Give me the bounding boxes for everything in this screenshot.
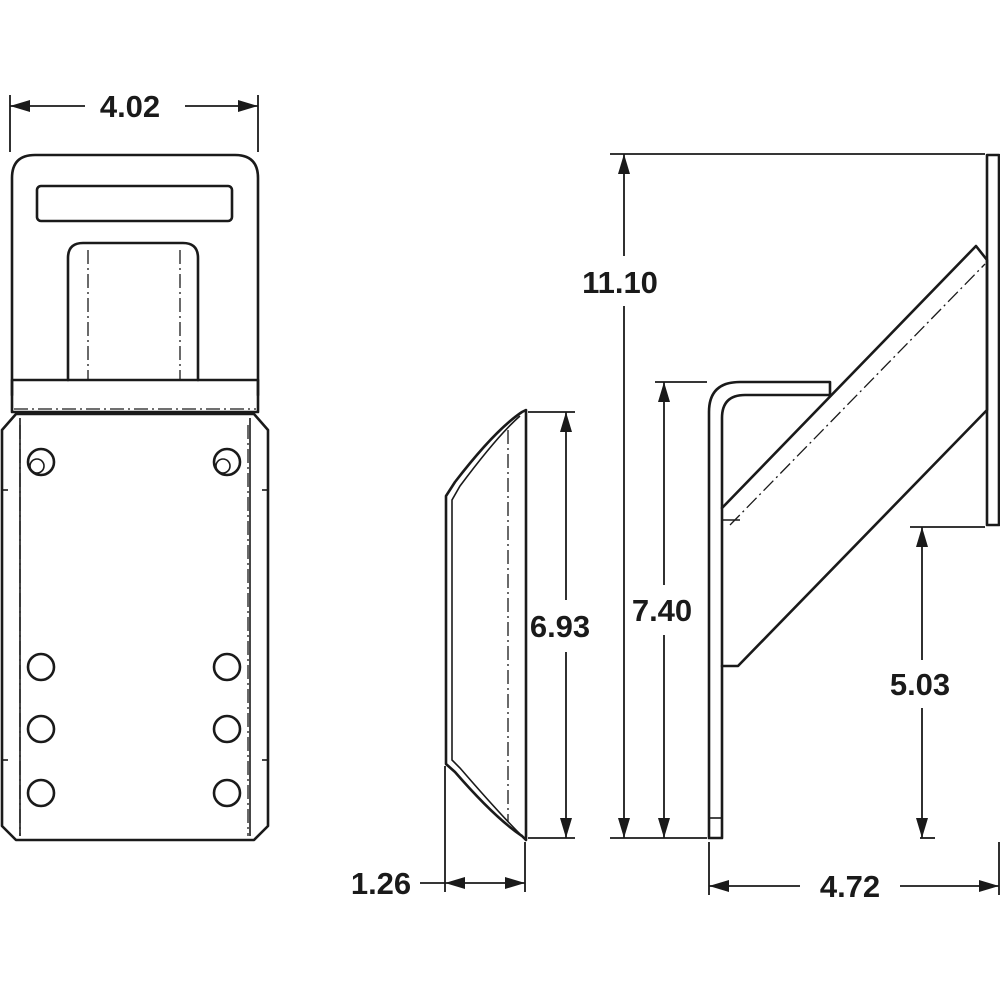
dimension-overall-height: 11.10 (582, 153, 985, 839)
side-profile (444, 408, 528, 842)
front-hole (212, 714, 242, 744)
dimension-label: 7.40 (632, 593, 692, 628)
dimension-mount-height: 7.40 (632, 381, 707, 838)
dimension-side-depth: 1.26 (351, 766, 526, 901)
assembly-view (707, 153, 1000, 840)
diagonal-arm (720, 244, 989, 668)
front-slot (35, 184, 234, 223)
front-plate (0, 412, 270, 842)
dimension-side-height: 6.93 (528, 411, 590, 839)
front-collar (10, 378, 260, 414)
dimension-label: 5.03 (890, 667, 950, 702)
front-tongue (10, 153, 260, 397)
front-channel (66, 241, 200, 382)
side-view (444, 408, 528, 842)
dimension-label: 11.10 (582, 265, 658, 300)
wall-plate (985, 153, 1000, 527)
front-hole (26, 652, 56, 682)
front-hole (212, 447, 242, 477)
front-hole (26, 447, 56, 477)
front-hole (26, 714, 56, 744)
front-hole (26, 778, 56, 808)
front-hole (212, 778, 242, 808)
dimension-overall-depth: 4.72 (708, 842, 1000, 904)
front-view (0, 153, 270, 842)
dimension-label: 1.26 (351, 866, 411, 901)
vertical-bracket (707, 380, 832, 840)
dimension-front-width: 4.02 (9, 89, 259, 152)
dimension-lower-height: 5.03 (890, 526, 985, 839)
front-hole (212, 652, 242, 682)
dimension-label: 6.93 (530, 609, 590, 644)
dimension-label: 4.72 (820, 869, 880, 904)
dimension-label: 4.02 (100, 89, 160, 124)
